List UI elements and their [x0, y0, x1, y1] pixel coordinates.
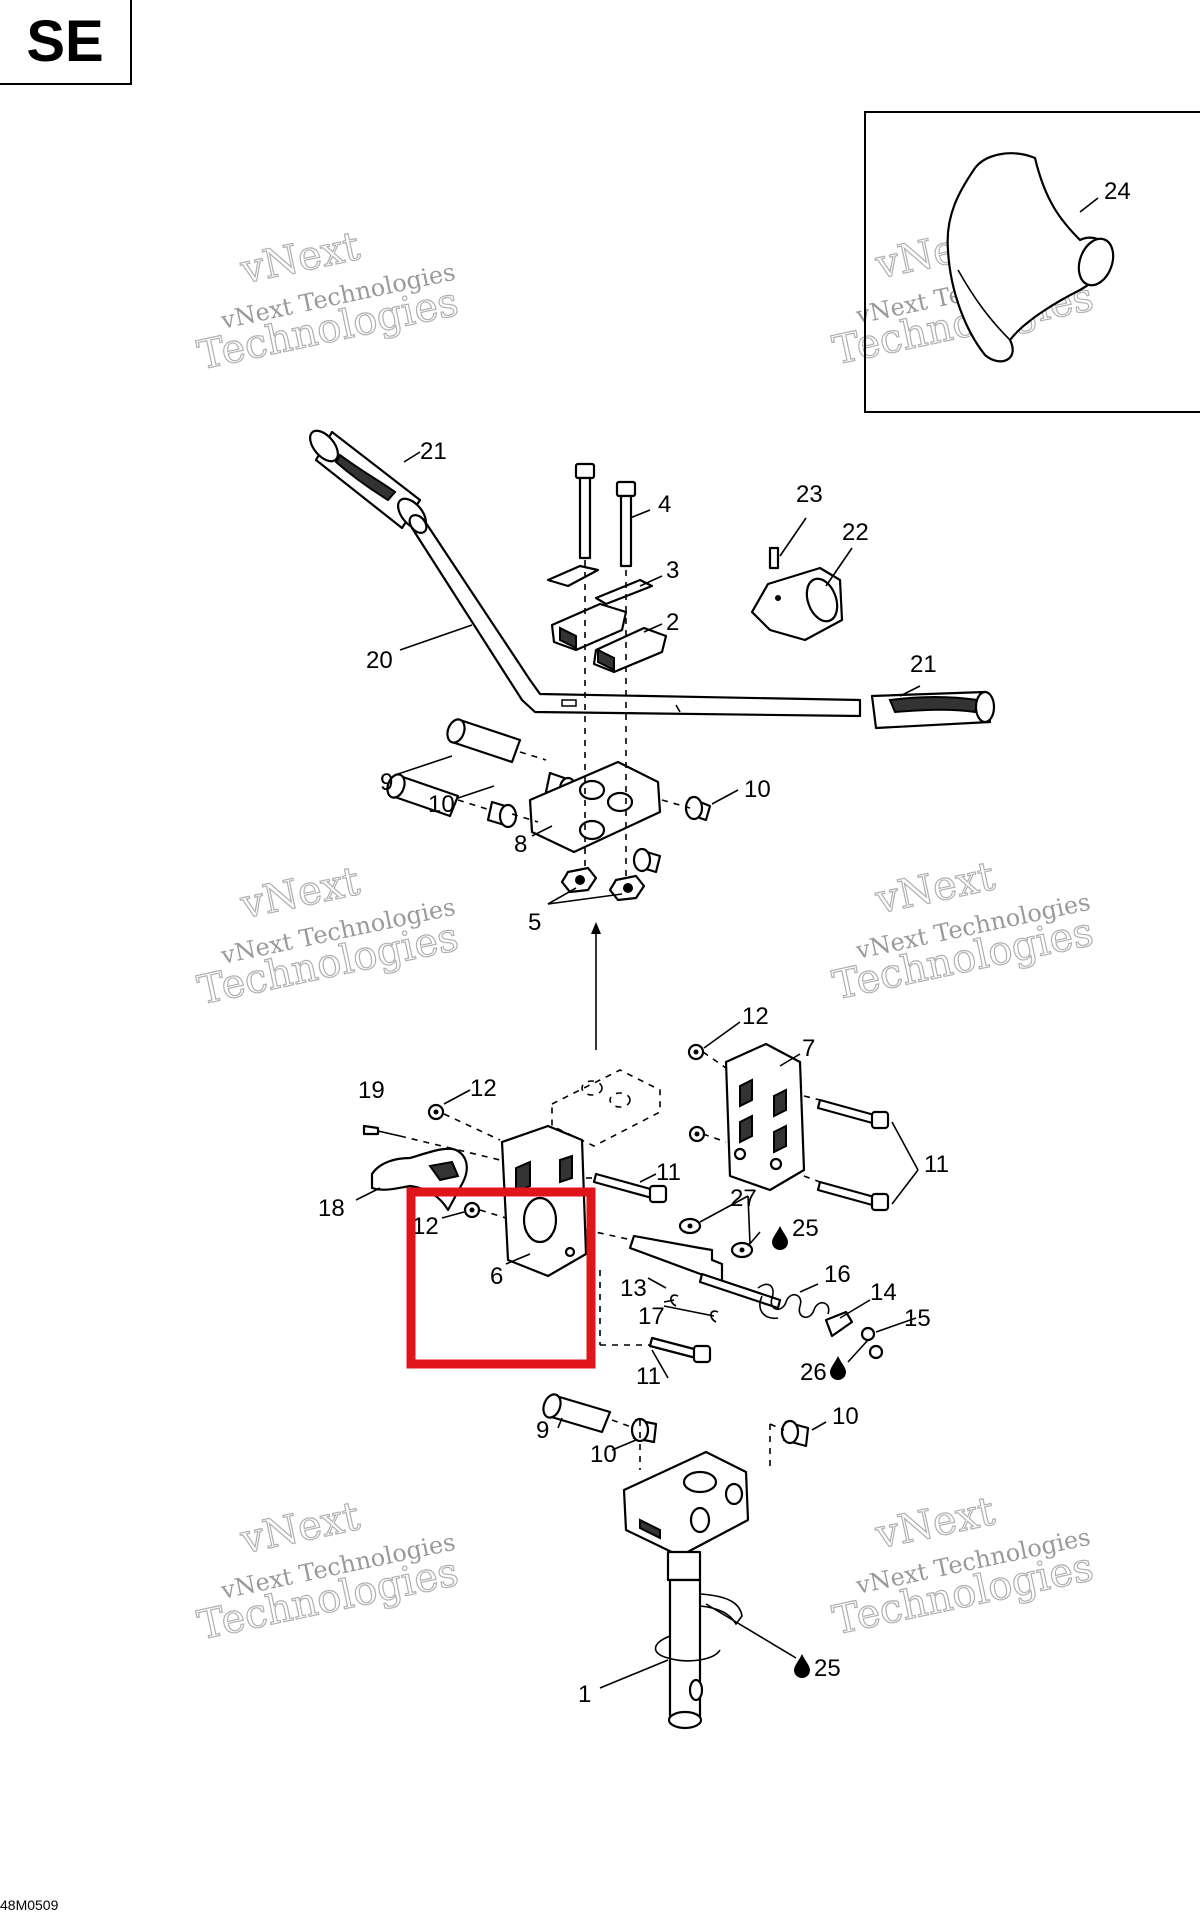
bolts-11-right-part [816, 1098, 890, 1212]
callout-17: 17 [638, 1303, 665, 1330]
oil-drop-icon [772, 1226, 846, 1678]
callout-24: 24 [1104, 178, 1131, 205]
callout-6: 6 [490, 1263, 503, 1290]
callout-27: 27 [730, 1185, 757, 1212]
highlight-box [406, 1187, 596, 1369]
callout-12c: 12 [412, 1213, 439, 1240]
callout-11c: 11 [636, 1363, 661, 1390]
section-label: SE [0, 0, 132, 85]
callout-1: 1 [578, 1681, 591, 1708]
callout-10d: 10 [832, 1403, 859, 1430]
upper-clamps-part [550, 602, 668, 674]
callout-25b: 25 [814, 1655, 841, 1682]
callout-9b: 9 [536, 1417, 549, 1444]
callout-20: 20 [366, 647, 393, 674]
callout-10: 10 [428, 791, 455, 818]
steering-plate-6-part [500, 1124, 588, 1278]
lower-bushings-part [542, 1393, 810, 1448]
callout-3: 3 [666, 557, 679, 584]
callout-25: 25 [792, 1215, 819, 1242]
callout-labels: 24 21 4 23 22 3 2 20 21 9 10 10 8 5 12 7… [318, 178, 1131, 1708]
upper-bushings-part [386, 718, 712, 874]
right-bracket-part [724, 1042, 806, 1192]
handlebar-pad-part [946, 152, 1115, 363]
watermark-1: vNext vNext Technologies Technologies [193, 223, 463, 380]
drawing-code: 48M0509 [0, 1897, 59, 1913]
callout-2: 2 [666, 609, 679, 636]
callout-5: 5 [528, 909, 541, 936]
watermark-4: vNext vNext Technologies Technologies [828, 853, 1098, 1010]
leader-24 [1079, 197, 1099, 213]
callout-15: 15 [904, 1305, 931, 1332]
link-14-part [824, 1310, 884, 1360]
bolts-11-mid-part [592, 1172, 712, 1364]
callout-19: 19 [358, 1077, 385, 1104]
bolts-part [574, 462, 637, 568]
washers-27-part [678, 1217, 754, 1259]
leader-lines [355, 451, 921, 1689]
callout-18: 18 [318, 1195, 345, 1222]
upper-plates-part [546, 564, 654, 606]
right-grip-part [870, 690, 996, 730]
inset-box [864, 111, 1200, 413]
callout-13: 13 [620, 1275, 647, 1302]
watermark-6: vNext vNext Technologies Technologies [828, 1488, 1098, 1645]
screw-19-part [362, 1124, 401, 1137]
callout-16: 16 [824, 1261, 851, 1288]
callout-9: 9 [380, 769, 393, 796]
left-grip-part [309, 429, 427, 531]
watermark-3: vNext vNext Technologies Technologies [193, 858, 463, 1015]
watermark-5: vNext vNext Technologies Technologies [193, 1493, 463, 1650]
callout-26: 26 [800, 1359, 827, 1386]
callout-7: 7 [802, 1035, 815, 1062]
callout-11: 11 [656, 1159, 681, 1186]
callout-10b: 10 [744, 776, 771, 803]
callout-22: 22 [842, 519, 869, 546]
clips-17-part [670, 1294, 719, 1323]
ghost-riser-block [551, 1069, 661, 1147]
handlebar-part [408, 514, 862, 718]
callout-21: 21 [420, 438, 447, 465]
callout-14: 14 [870, 1279, 897, 1306]
callout-11b: 11 [924, 1151, 949, 1178]
riser-block-part [528, 760, 662, 854]
shaft-13-part [628, 1234, 782, 1310]
assembly-arrow [591, 922, 601, 1050]
callout-21b: 21 [910, 651, 937, 678]
lever-18-part [370, 1147, 468, 1212]
steering-column-part [622, 1450, 750, 1730]
upper-nuts-part [560, 866, 646, 902]
callout-10c: 10 [590, 1441, 617, 1468]
callout-8: 8 [514, 831, 527, 858]
spring-16-part [757, 1283, 830, 1320]
callout-12: 12 [742, 1003, 769, 1030]
callout-23: 23 [796, 481, 823, 508]
cover-part [750, 546, 844, 642]
callout-12b: 12 [470, 1075, 497, 1102]
callout-4: 4 [658, 491, 671, 518]
